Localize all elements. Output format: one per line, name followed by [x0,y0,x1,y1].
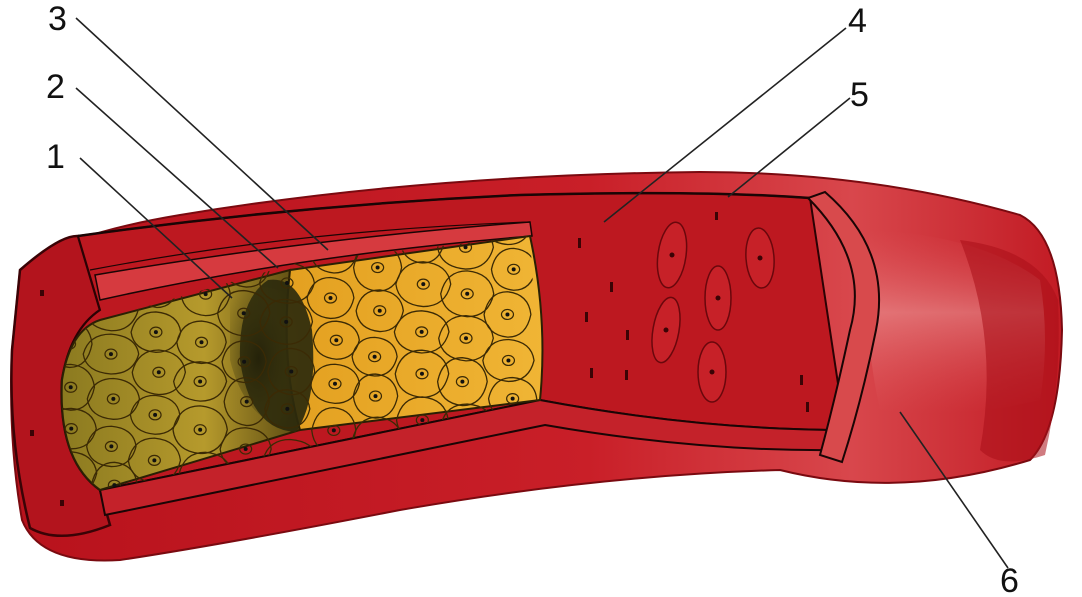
nucleolus [154,330,158,334]
nucleolus [420,330,424,334]
nucleolus [420,372,424,376]
nucleolus [421,282,425,286]
nucleolus [109,352,113,356]
nucleolus [378,309,382,313]
nucleolus [289,370,293,374]
nucleolus [420,418,424,422]
nucleolus [334,338,338,342]
label-2: 2 [46,68,65,106]
nucleolus [505,312,509,316]
nucleolus [464,336,468,340]
nucleolus [464,245,468,249]
nucleolus [109,444,113,448]
nucleolus [242,311,246,315]
label-1: 1 [46,138,65,176]
nucleolus [284,320,288,324]
nucleolus [69,427,73,431]
label-5: 5 [850,76,869,114]
nucleolus [244,447,248,451]
nucleolus [112,483,116,487]
nucleolus [157,370,161,374]
nucleolus [333,382,337,386]
nucleolus [506,358,510,362]
nucleolus [198,428,202,432]
nucleolus [242,360,246,364]
nucleolus [511,397,515,401]
nucleolus [245,400,249,404]
nucleolus [373,355,377,359]
nucleolus [152,458,156,462]
label-4: 4 [848,2,867,40]
nucleolus [111,397,115,401]
nucleolus [204,292,208,296]
nucleolus [460,380,464,384]
nucleolus [69,385,73,389]
nucleolus [373,394,377,398]
nucleolus [153,413,157,417]
nucleolus [332,428,336,432]
nucleolus [200,340,204,344]
nucleolus [376,266,380,270]
nucleolus [512,267,516,271]
label-3: 3 [48,0,67,38]
nucleolus [285,281,289,285]
label-6: 6 [1000,562,1019,597]
nucleolus [285,407,289,411]
nucleolus [465,292,469,296]
nucleolus [329,296,333,300]
nucleolus [198,379,202,383]
